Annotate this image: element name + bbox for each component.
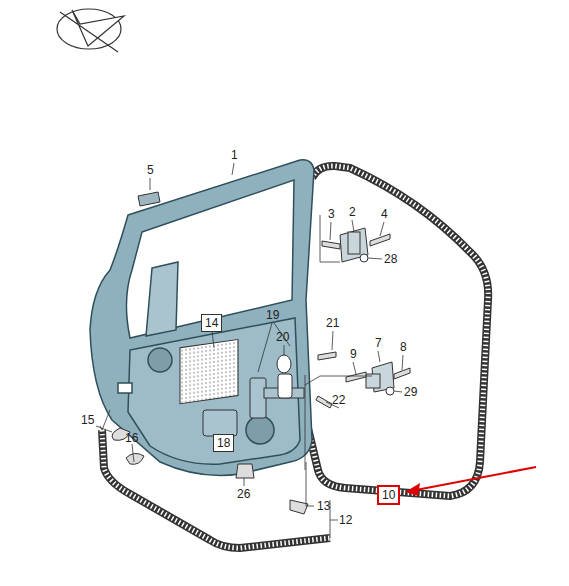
callout-number: 21 — [325, 316, 340, 330]
callout-number: 1 — [230, 148, 239, 162]
callout-number: 7 — [374, 336, 383, 350]
callout-number: 12 — [338, 513, 353, 527]
check-strap — [203, 355, 304, 436]
callout-number: 29 — [403, 385, 418, 399]
logo — [57, 9, 124, 52]
callout-number: 9 — [349, 347, 358, 361]
callout-number: 5 — [146, 163, 155, 177]
callout-number: 22 — [331, 393, 346, 407]
callout-number: 13 — [316, 499, 331, 513]
insulation-pad — [180, 340, 238, 404]
callout-number: 8 — [399, 340, 408, 354]
callout-number: 15 — [80, 413, 95, 427]
callout-number: 3 — [327, 207, 336, 221]
callout-number: 19 — [265, 308, 280, 322]
badge-part — [138, 192, 160, 206]
bolt — [112, 234, 410, 514]
door-seal — [306, 166, 488, 496]
callout-number: 26 — [236, 487, 251, 501]
door-panel — [90, 160, 314, 476]
callout-number: 20 — [275, 330, 290, 344]
callout-number: 4 — [380, 207, 389, 221]
callout-number: 18 — [213, 434, 234, 452]
leader-line — [96, 163, 403, 538]
callout-number: 10 — [382, 488, 395, 502]
pointer-arrow — [405, 467, 536, 496]
highlight-box: 10 — [377, 485, 400, 505]
callout-number: 14 — [201, 314, 222, 332]
callout-number: 16 — [124, 431, 139, 445]
callout-number: 2 — [348, 205, 357, 219]
callout-number: 28 — [383, 252, 398, 266]
